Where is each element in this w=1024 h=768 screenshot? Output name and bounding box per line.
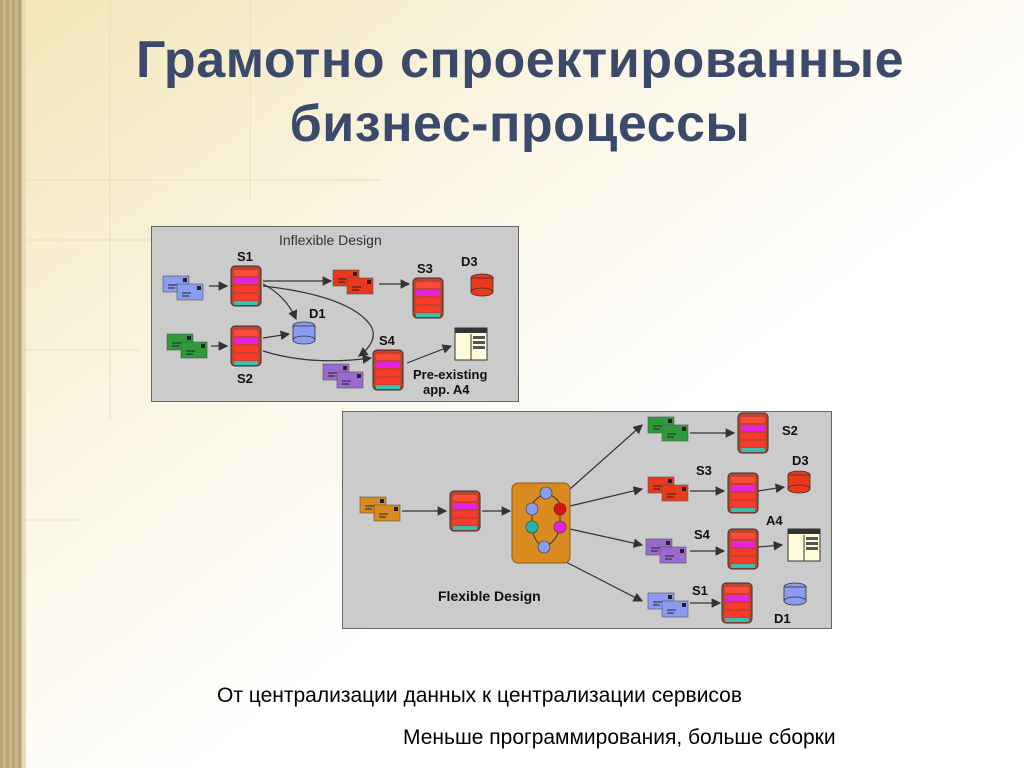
caption-centralization: От централизации данных к централизации … (217, 684, 742, 707)
title-line-2: бизнес-процессы (289, 95, 751, 153)
flexible-title: Flexible Design (438, 588, 541, 604)
title-line-1: Грамотно спроектированные (135, 31, 905, 89)
label-s4: S4 (694, 527, 711, 542)
application-icon-a4 (454, 327, 488, 361)
label-s1: S1 (692, 583, 708, 598)
database-icon-d3 (470, 273, 494, 297)
label-d1: D1 (774, 611, 791, 626)
service-icon-s2 (230, 325, 262, 367)
database-icon-d1 (783, 582, 807, 606)
service-icon-s1 (721, 582, 753, 624)
application-icon-a4 (787, 528, 821, 562)
service-icon-s1 (230, 265, 262, 307)
label-a4: A4 (766, 513, 783, 528)
page-title: Грамотно спроектированные бизнес-процесс… (60, 28, 980, 156)
label-d3: D3 (792, 453, 809, 468)
service-icon-s4 (372, 349, 404, 391)
label-s2: S2 (237, 371, 253, 386)
inflexible-design-diagram: Inflexible Design S1 S2 S3 (151, 226, 519, 402)
left-texture-strip (0, 0, 22, 768)
label-s3: S3 (417, 261, 433, 276)
service-icon-s2 (737, 412, 769, 454)
label-d3: D3 (461, 254, 478, 269)
label-s1: S1 (237, 249, 253, 264)
database-icon-d1 (292, 321, 316, 345)
service-icon-s3 (727, 472, 759, 514)
service-icon-s4 (727, 528, 759, 570)
label-s3: S3 (696, 463, 712, 478)
service-icon-entry (449, 490, 481, 532)
flexible-design-diagram: S2 S3 D3 S4 A4 S1 D1 Flexible Design (342, 411, 832, 629)
label-d1: D1 (309, 306, 326, 321)
database-icon-d3 (787, 470, 811, 494)
inflexible-title: Inflexible Design (279, 232, 382, 248)
service-icon-s3 (412, 277, 444, 319)
label-app-line1: Pre-existing (413, 367, 487, 382)
label-app-line2: app. A4 (423, 382, 470, 397)
label-s4: S4 (379, 333, 396, 348)
caption-assembly: Меньше программирования, больше сборки (403, 726, 836, 749)
orchestrator-icon (511, 482, 571, 564)
label-s2: S2 (782, 423, 798, 438)
